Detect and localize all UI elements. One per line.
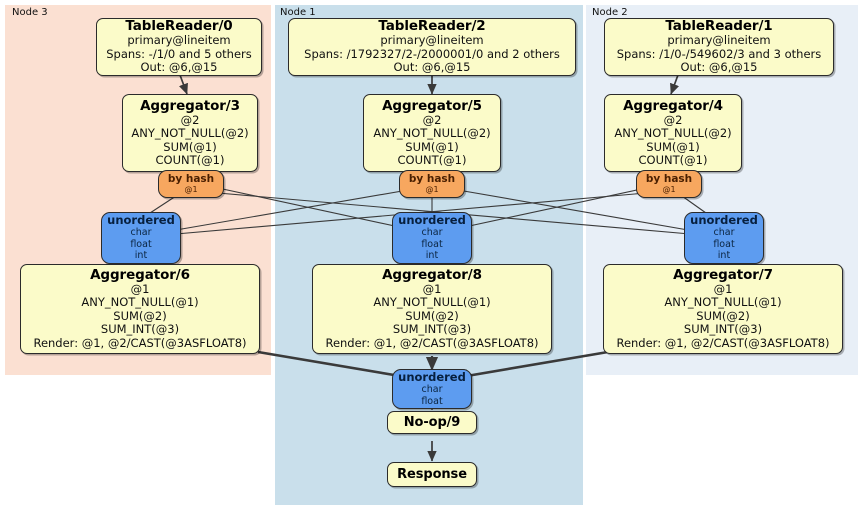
processor-noop-9[interactable]: No-op/9 [387,411,477,434]
router-title: by hash [408,172,456,185]
node-title: No-op/9 [403,415,461,430]
router-title: unordered [398,370,466,384]
node-line: @1 [713,281,733,296]
node-line: COUNT(@1) [397,153,467,167]
node-line: primary@lineitem [667,33,771,48]
node-line: ANY_NOT_NULL(@1) [81,295,199,310]
processor-tablereader-0[interactable]: TableReader/0 primary@lineitem Spans: -/… [96,18,262,76]
node-line: ANY_NOT_NULL(@2) [373,126,491,140]
node-line: @1 [130,281,150,296]
node-line: SUM(@2) [405,308,459,323]
node-line: SUM_INT(@3) [683,322,763,337]
router-title: by hash [645,172,693,185]
node-line: COUNT(@1) [638,153,708,167]
node-line: ANY_NOT_NULL(@1) [373,295,491,310]
node-line: Spans: -/1/0 and 5 others [106,46,252,61]
node-line: SUM(@1) [405,139,459,154]
router-line: int [425,250,439,262]
node-title: Aggregator/8 [382,266,482,283]
node-title: Aggregator/6 [90,266,190,283]
node-line: Out: @6,@15 [393,60,471,75]
node-line: @2 [663,112,683,127]
node-title: TableReader/1 [665,18,773,35]
router-line: char [421,384,443,395]
processor-aggregator-4[interactable]: Aggregator/4 @2 ANY_NOT_NULL(@2) SUM(@1)… [604,94,742,172]
node-line: SUM(@1) [646,139,700,154]
node-title: Aggregator/4 [623,97,723,114]
router-unordered-right[interactable]: unordered char float int [684,212,764,264]
node-line: COUNT(@1) [155,153,225,167]
router-line: int [717,250,731,262]
panel-node-3-label: Node 3 [12,7,48,18]
node-title: Response [397,467,467,482]
node-title: Aggregator/3 [140,97,240,114]
processor-response[interactable]: Response [387,462,477,487]
router-line: int [134,250,148,262]
node-line: Spans: /1/0-/549602/3 and 3 others [616,46,822,61]
router-line: @1 [425,184,439,194]
panel-node-1-label: Node 1 [280,7,316,18]
router-line: @1 [662,184,676,194]
node-line: Out: @6,@15 [680,60,758,75]
router-line: float [713,238,735,250]
node-title: TableReader/2 [378,18,486,35]
router-hash-right[interactable]: by hash @1 [636,170,702,198]
node-line: Render: @1, @2/CAST(@3ASFLOAT8) [325,335,539,350]
router-title: by hash [167,172,215,185]
router-unordered-left[interactable]: unordered char float int [101,212,181,264]
node-line: SUM(@2) [113,308,167,323]
router-line: char [130,227,152,239]
router-line: float [421,238,443,250]
node-line: @1 [422,281,442,296]
node-line: ANY_NOT_NULL(@2) [131,126,249,140]
processor-aggregator-5[interactable]: Aggregator/5 @2 ANY_NOT_NULL(@2) SUM(@1)… [363,94,501,172]
processor-aggregator-3[interactable]: Aggregator/3 @2 ANY_NOT_NULL(@2) SUM(@1)… [122,94,258,172]
node-line: ANY_NOT_NULL(@1) [664,295,782,310]
router-line: char [421,227,443,239]
node-line: primary@lineitem [127,33,231,48]
node-title: TableReader/0 [125,18,233,35]
router-hash-left[interactable]: by hash @1 [158,170,224,198]
processor-aggregator-6[interactable]: Aggregator/6 @1 ANY_NOT_NULL(@1) SUM(@2)… [20,264,260,354]
processor-aggregator-8[interactable]: Aggregator/8 @1 ANY_NOT_NULL(@1) SUM(@2)… [312,264,552,354]
node-title: Aggregator/5 [382,97,482,114]
panel-node-2-label: Node 2 [592,7,628,18]
router-title: unordered [398,213,466,228]
router-line: @1 [184,184,198,194]
router-title: unordered [107,213,175,228]
node-line: SUM(@1) [163,139,217,154]
node-line: ANY_NOT_NULL(@2) [614,126,732,140]
node-line: Render: @1, @2/CAST(@3ASFLOAT8) [616,335,830,350]
router-line: float [421,395,443,407]
router-title: unordered [690,213,758,228]
node-line: Spans: /1792327/2-/2000001/0 and 2 other… [304,46,560,61]
router-unordered-center[interactable]: unordered char float int [392,212,472,264]
node-line: primary@lineitem [380,33,484,48]
processor-tablereader-1[interactable]: TableReader/1 primary@lineitem Spans: /1… [604,18,834,76]
router-line: char [713,227,735,239]
node-line: SUM_INT(@3) [392,322,472,337]
processor-tablereader-2[interactable]: TableReader/2 primary@lineitem Spans: /1… [288,18,576,76]
node-line: SUM_INT(@3) [100,322,180,337]
processor-aggregator-7[interactable]: Aggregator/7 @1 ANY_NOT_NULL(@1) SUM(@2)… [603,264,843,354]
node-line: Render: @1, @2/CAST(@3ASFLOAT8) [33,335,247,350]
router-unordered-final[interactable]: unordered char float [392,369,472,409]
node-line: Out: @6,@15 [140,60,218,75]
node-line: @2 [422,112,442,127]
node-title: Aggregator/7 [673,266,773,283]
node-line: @2 [180,112,200,127]
router-hash-center[interactable]: by hash @1 [399,170,465,198]
node-line: SUM(@2) [696,308,750,323]
router-line: float [130,238,152,250]
